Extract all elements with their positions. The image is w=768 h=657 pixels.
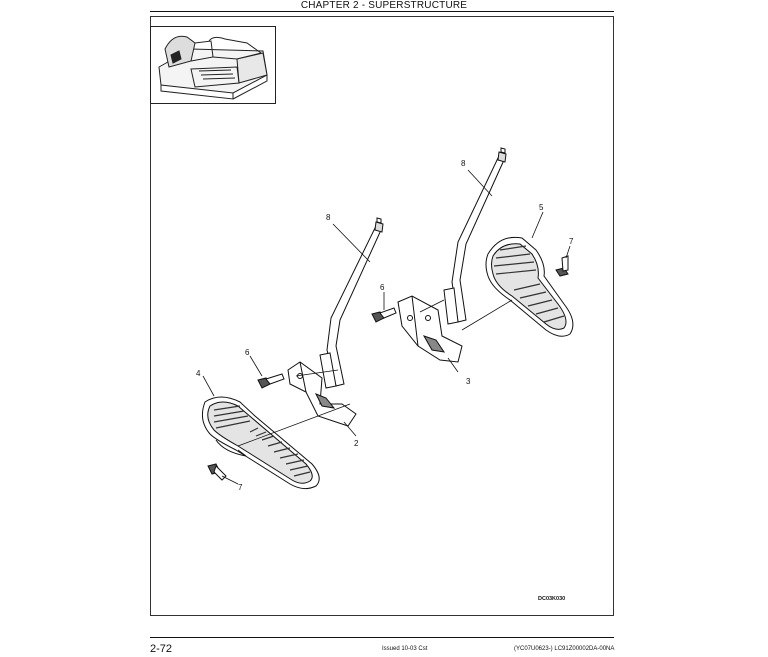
callout-3: 3 bbox=[466, 377, 471, 386]
callout-8-right: 8 bbox=[461, 159, 466, 168]
left-pedal-bracket bbox=[287, 361, 357, 427]
callout-6-right: 6 bbox=[380, 283, 385, 292]
callout-8-left: 8 bbox=[326, 213, 331, 222]
callout-7-left: 7 bbox=[238, 483, 243, 492]
callout-2: 2 bbox=[354, 439, 359, 448]
right-pedal bbox=[485, 236, 574, 337]
leader-lines bbox=[202, 169, 571, 485]
location-inset bbox=[150, 26, 276, 104]
callout-5: 5 bbox=[539, 203, 544, 212]
left-bolts bbox=[207, 373, 285, 481]
left-pedal bbox=[201, 396, 320, 490]
page-number: 2-72 bbox=[150, 643, 173, 655]
figure-code: DC03K030 bbox=[538, 596, 566, 602]
issue-info: Issued 10-03 Cst bbox=[382, 646, 428, 652]
right-pedal-bracket bbox=[397, 295, 463, 363]
assembly-lines bbox=[237, 299, 513, 447]
figure-frame bbox=[150, 16, 614, 616]
callout-7-right: 7 bbox=[569, 237, 574, 246]
footer-rule bbox=[150, 637, 614, 638]
document-reference: (YC07U0623-) LC91Z00002DA-00NA bbox=[514, 646, 615, 652]
callout-6-left: 6 bbox=[245, 348, 250, 357]
callout-4: 4 bbox=[196, 369, 201, 378]
right-bolts bbox=[371, 255, 569, 323]
right-travel-lever bbox=[443, 147, 507, 325]
cab-floor-inset-illustration bbox=[158, 35, 268, 100]
header-rule bbox=[150, 11, 614, 12]
page-header-title: CHAPTER 2 - SUPERSTRUCTURE bbox=[300, 0, 468, 11]
left-travel-lever bbox=[319, 217, 384, 389]
